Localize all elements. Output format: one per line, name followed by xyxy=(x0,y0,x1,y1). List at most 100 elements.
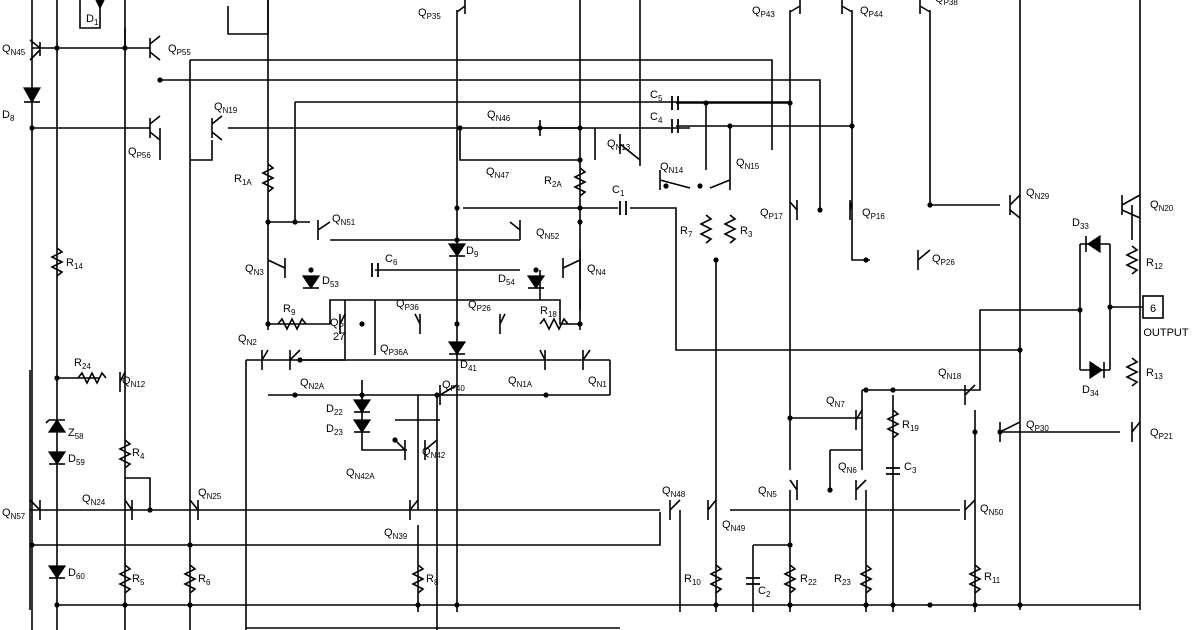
label-c4-main: C xyxy=(650,111,658,123)
label-qn39-main: Q xyxy=(384,527,393,539)
label-r12: R12 xyxy=(1146,257,1163,271)
label-qn2-main: Q xyxy=(238,333,247,345)
label-r2a: R2A xyxy=(544,175,562,189)
label-d34-sub: 34 xyxy=(1090,389,1099,398)
label-qn42a-main: Q xyxy=(346,467,355,479)
label-r2a-sub: 2A xyxy=(552,180,562,189)
label-qn6-sub: N6 xyxy=(847,466,858,475)
label-qn15-sub: N15 xyxy=(745,162,760,171)
label-qp55-sub: P55 xyxy=(177,48,192,57)
label-qn20-sub: N20 xyxy=(1159,204,1174,213)
label-qp16: QP16 xyxy=(862,207,885,221)
label-r6-sub: 6 xyxy=(206,578,211,587)
label-qn19-main: Q xyxy=(214,101,223,113)
label-qp36: QP36 xyxy=(396,298,419,312)
label-d9-sub: 9 xyxy=(474,250,479,259)
label-r23: R23 xyxy=(834,573,851,587)
label-c1-sub: 1 xyxy=(620,189,625,198)
label-r24-sub: 24 xyxy=(82,362,91,371)
label-qn52-main: Q xyxy=(536,227,545,239)
label-r4-sub: 4 xyxy=(140,452,145,461)
label-qn50: QN50 xyxy=(980,503,1004,517)
label-r7-sub: 7 xyxy=(688,230,693,239)
label-qn2a-sub: N2A xyxy=(309,382,325,391)
label-qn49-main: Q xyxy=(722,519,731,531)
label-qn3-main: Q xyxy=(245,263,254,275)
label-d22-main: D xyxy=(326,403,334,415)
label-qp44-main: Q xyxy=(860,5,869,17)
label-qp21-main: Q xyxy=(1150,427,1159,439)
label-d41: D41 xyxy=(460,359,477,373)
label-r9: R9 xyxy=(283,303,296,317)
label-qn50-sub: N50 xyxy=(989,508,1004,517)
label-qn13: QN13 xyxy=(607,138,631,152)
label-qp36a-sub: P36A xyxy=(389,348,409,357)
label-qn20: QN20 xyxy=(1150,199,1174,213)
label-qn42-sub: N42 xyxy=(431,451,446,460)
wires xyxy=(29,0,1143,630)
label-r14-sub: 14 xyxy=(74,262,83,271)
label-qn14-main: Q xyxy=(660,161,669,173)
label-qp56: QP56 xyxy=(128,146,151,160)
label-qp36a-main: Q xyxy=(380,343,389,355)
label-qp27: QP xyxy=(330,317,344,331)
label-c6: C6 xyxy=(385,253,398,267)
label-qn39: QN39 xyxy=(384,527,408,541)
label-z58-main: Z xyxy=(68,427,75,439)
label-qn5-sub: N5 xyxy=(767,490,778,499)
label-qn4-sub: N4 xyxy=(596,268,607,277)
label-qp40-main: Q xyxy=(442,379,451,391)
label-r18-sub: 18 xyxy=(548,310,557,319)
label-qn1a: QN1A xyxy=(508,375,533,389)
label-d8-sub: 8 xyxy=(10,114,15,123)
label-d23-main: D xyxy=(326,423,334,435)
label-qn7-main: Q xyxy=(826,395,835,407)
label-qp38-main: Q xyxy=(935,0,944,5)
label-d22: D22 xyxy=(326,403,343,417)
label-qp36-sub: P36 xyxy=(405,303,420,312)
label-qp17: QP17 xyxy=(760,207,783,221)
label-qn24: QN24 xyxy=(82,493,106,507)
label-r14: R14 xyxy=(66,257,83,271)
label-qn46-sub: N46 xyxy=(496,114,511,123)
label-qn19: QN19 xyxy=(214,101,238,115)
label-d60-sub: 60 xyxy=(76,572,85,581)
label-z58-sub: 58 xyxy=(75,432,84,441)
label-d53-main: D xyxy=(322,275,330,287)
label-d34: D34 xyxy=(1082,384,1099,398)
label-qn14: QN14 xyxy=(660,161,684,175)
label-qp40: QP40 xyxy=(442,379,465,393)
label-r18: R18 xyxy=(540,305,557,319)
label-qn15-main: Q xyxy=(736,157,745,169)
label-c1-main: C xyxy=(612,184,620,196)
label-d9: D9 xyxy=(466,245,479,259)
label-qn42a-sub: N42A xyxy=(355,472,376,481)
label-c3-main: C xyxy=(904,461,912,473)
label-qp35-sub: P35 xyxy=(427,12,442,21)
label-qn51: QN51 xyxy=(332,213,356,227)
label-qn57: QN57 xyxy=(2,507,26,521)
label-qp56-main: Q xyxy=(128,146,137,158)
label-qn14-sub: N14 xyxy=(669,166,684,175)
junctions xyxy=(29,45,1113,608)
diodes xyxy=(22,0,1105,580)
label-qp55-main: Q xyxy=(168,43,177,55)
label-r6: R6 xyxy=(198,573,211,587)
label-qn48-main: Q xyxy=(662,485,671,497)
label-qn49: QN49 xyxy=(722,519,746,533)
label-r2a-main: R xyxy=(544,175,552,187)
output-pin-number: 6 xyxy=(1150,303,1156,315)
label-d33-sub: 33 xyxy=(1080,222,1089,231)
label-qn25-main: Q xyxy=(198,487,207,499)
label-qn5: QN5 xyxy=(758,485,777,499)
label-qn45-main: Q xyxy=(2,43,11,55)
label-r11-sub: 11 xyxy=(992,576,1001,585)
label-d1: D1 xyxy=(86,13,99,27)
label-c4-sub: 4 xyxy=(658,116,663,125)
label-qn18: QN18 xyxy=(938,367,962,381)
label-d1-sub: 1 xyxy=(94,18,99,27)
label-r5: R5 xyxy=(132,573,145,587)
label-r10: R10 xyxy=(684,573,701,587)
label-r4-main: R xyxy=(132,447,140,459)
label-r13-sub: 13 xyxy=(1154,372,1163,381)
